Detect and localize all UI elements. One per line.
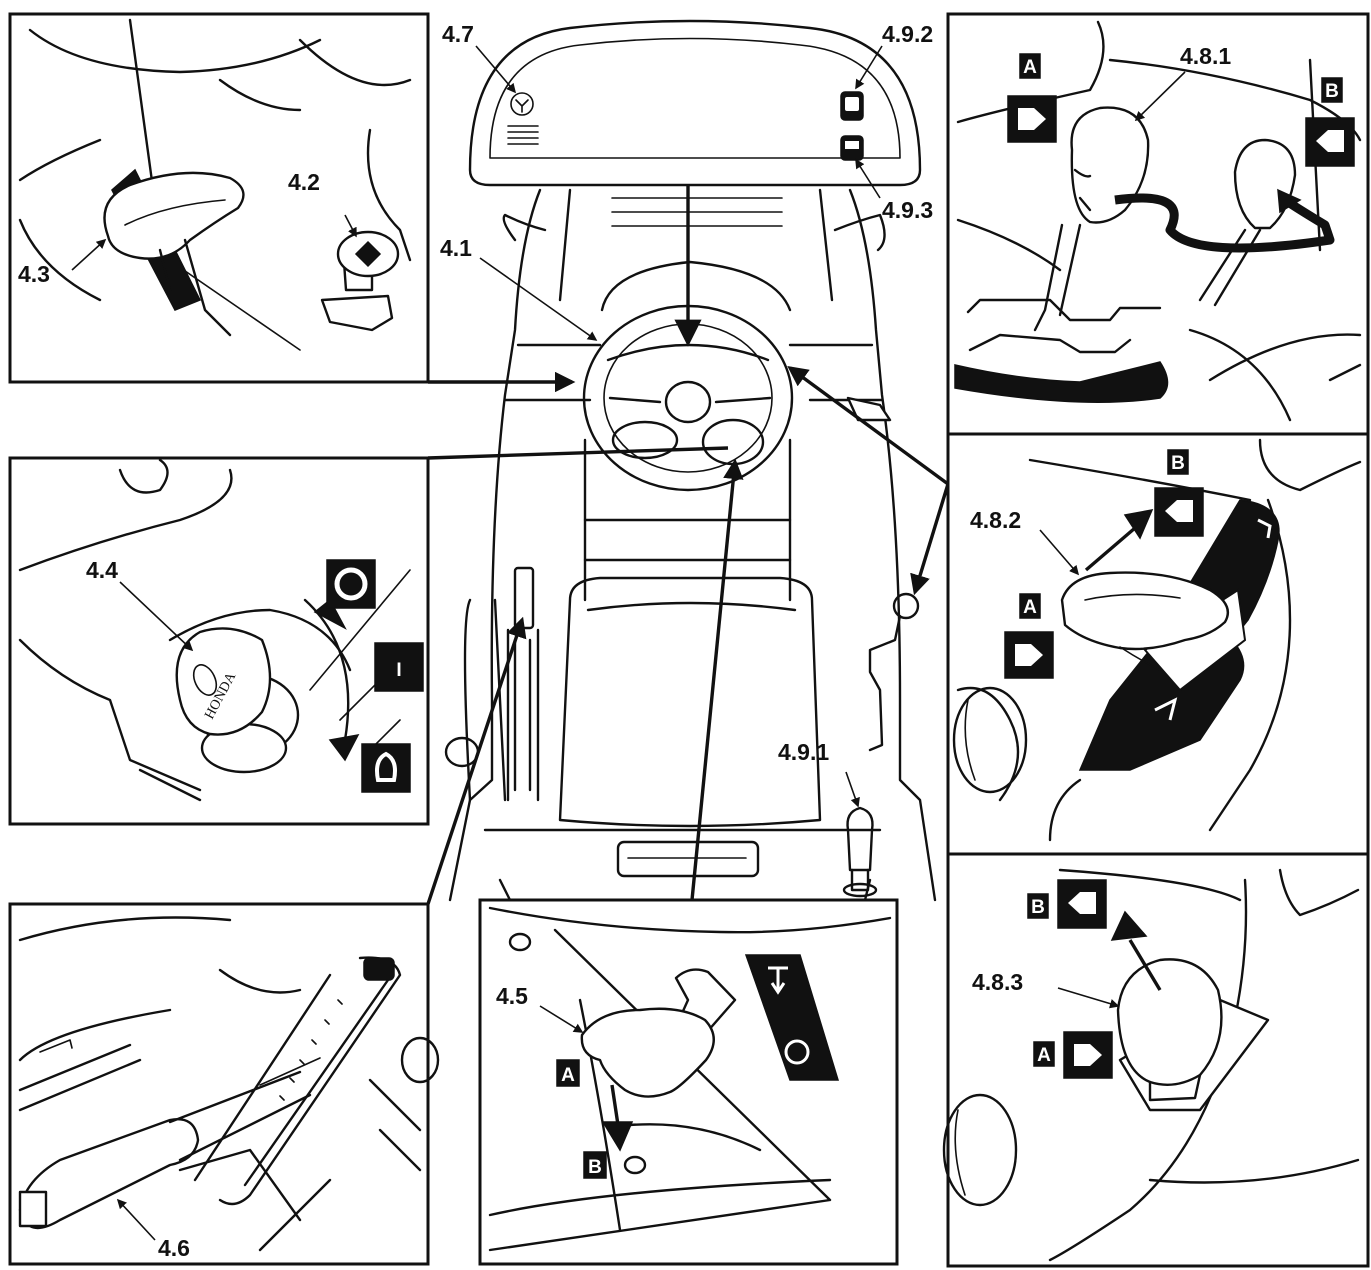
fuel-gauge-icon: [510, 92, 534, 116]
marker-a-4-8-1: A: [1023, 57, 1037, 78]
on-symbol-text: I: [396, 660, 401, 681]
instrument-panel: [468, 19, 922, 187]
marker-a-4-8-2: A: [1023, 597, 1037, 618]
marker-b-4-8-1: B: [1325, 81, 1339, 102]
panel-lever-4-5: A B 4.5: [478, 898, 899, 1266]
panel-parking-brake: 4.6: [8, 902, 440, 1266]
label-4-9-1: 4.9.1: [778, 739, 829, 765]
start-symbol-box: [361, 743, 411, 793]
label-4-7: 4.7: [442, 21, 474, 47]
off-symbol-box: [326, 559, 376, 609]
svg-text:A: A: [561, 1065, 575, 1086]
label-4-3: 4.3: [18, 261, 50, 287]
label-4-6: 4.6: [158, 1235, 190, 1261]
panel-lever-4-8-3: B A 4.8.3: [942, 852, 1370, 1268]
label-4-5: 4.5: [496, 983, 528, 1009]
label-4-8-3: 4.8.3: [972, 969, 1023, 995]
on-symbol-box: [374, 642, 424, 692]
position-b-marker: [583, 1151, 607, 1179]
marker-b-4-8-2: B: [1171, 453, 1185, 474]
marker-a-4-8-3: A: [1037, 1045, 1051, 1066]
label-4-2: 4.2: [288, 169, 320, 195]
panel-lever-4-8-1: A B 4.8.1: [946, 12, 1370, 436]
label-4-8-2: 4.8.2: [970, 507, 1021, 533]
off-symbol-text: O: [351, 588, 352, 590]
panel-choke-throttle: 4.3 4.2: [8, 12, 430, 384]
lever-4-9-1: [842, 806, 878, 898]
label-4-4: 4.4: [86, 557, 118, 583]
steering-wheel: [582, 304, 794, 492]
label-4-9-3: 4.9.3: [882, 197, 933, 223]
panel-ignition-key: HONDA O I 4.4: [8, 456, 430, 826]
position-a-marker: [556, 1059, 580, 1087]
marker-b-4-8-3: B: [1031, 897, 1045, 918]
label-4-9-2: 4.9.2: [882, 21, 933, 47]
label-4-8-1: 4.8.1: [1180, 43, 1231, 69]
svg-text:B: B: [588, 1157, 602, 1178]
label-4-1: 4.1: [440, 235, 472, 261]
callout-lines: [426, 186, 950, 905]
panel-lever-4-8-2: B A 4.8.2: [946, 432, 1370, 856]
center-labels: 4.7 4.9.2 4.9.3 4.1 4.9.1: [440, 21, 933, 808]
mower-overview: [444, 19, 937, 902]
